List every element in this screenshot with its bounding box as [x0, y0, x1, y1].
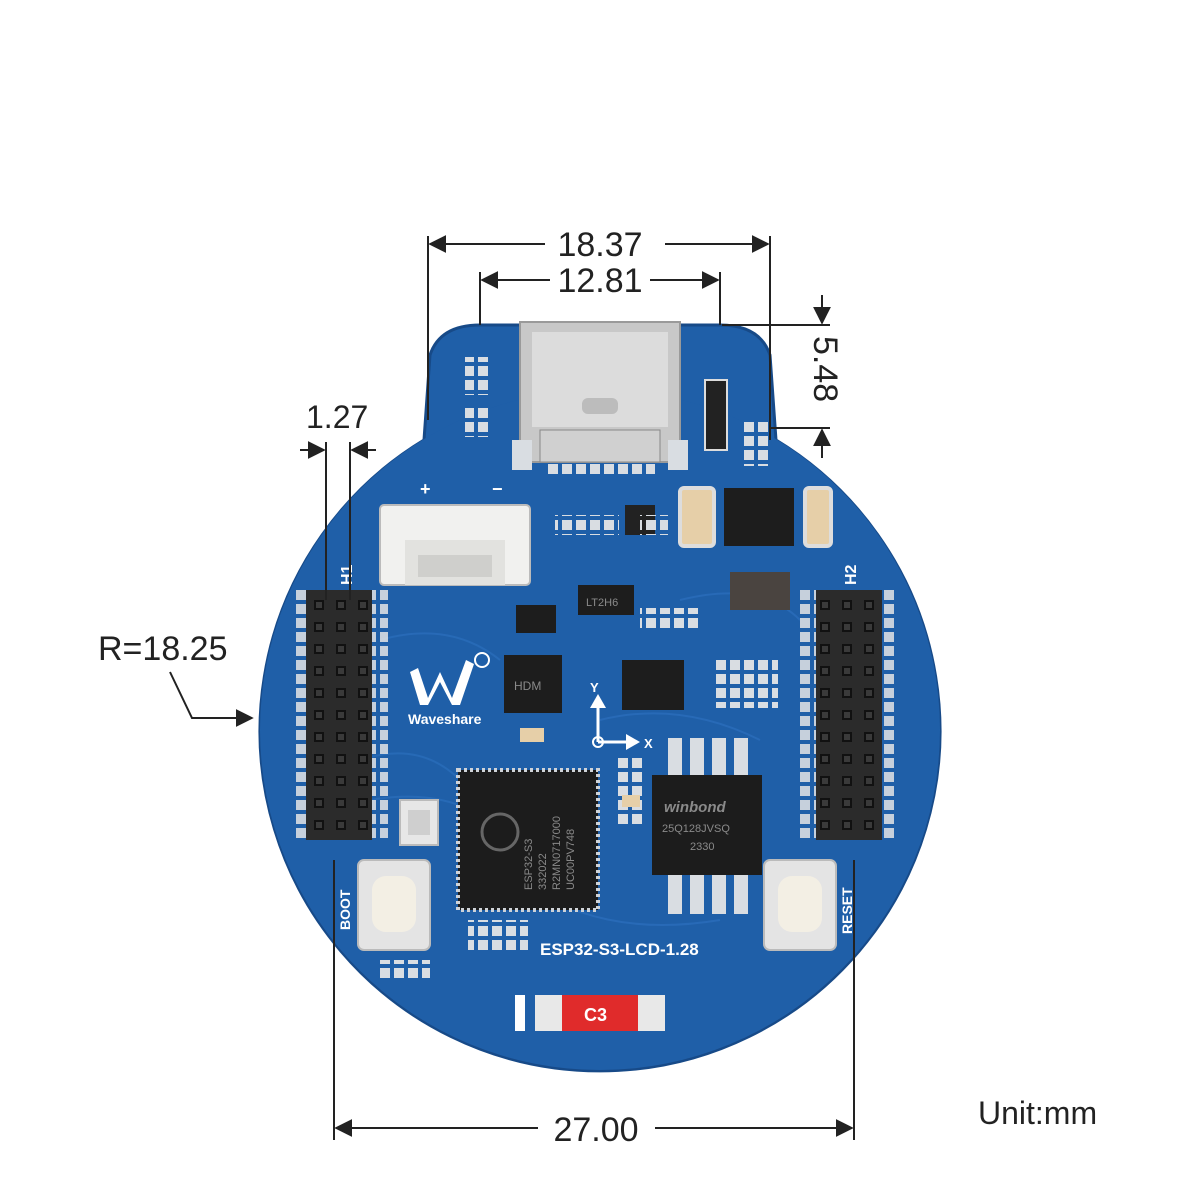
dimension-lines: [169, 235, 855, 1140]
dim-radius-leader: [169, 671, 254, 727]
dim-header-span: 27.00: [553, 1111, 638, 1149]
battery-plus-label: +: [420, 479, 431, 499]
dim-connector-width: 12.81: [557, 262, 642, 300]
reset-button: RESET: [763, 859, 855, 951]
header-h1: H1: [292, 564, 388, 840]
svg-text:R2MN0717000: R2MN0717000: [551, 816, 563, 890]
dim-pin-pitch: 1.27: [306, 399, 368, 435]
flash-date: 2330: [690, 841, 714, 853]
components: LT2H6 HDM: [380, 357, 833, 982]
brand-label: Waveshare: [408, 711, 482, 727]
svg-text:ESP32-S3: ESP32-S3: [523, 839, 535, 890]
svg-text:UC00PV748: UC00PV748: [565, 829, 577, 890]
axis-x-label: X: [644, 736, 653, 751]
flash-part: 25Q128JVSQ: [662, 823, 730, 835]
c3-chip: C3: [515, 995, 665, 1031]
axis-y-label: Y: [590, 680, 599, 695]
flash-chip: winbond 25Q128JVSQ 2330: [652, 738, 762, 914]
battery-connector: + −: [379, 479, 531, 586]
dim-radius: R=18.25: [98, 630, 228, 668]
chip-small-1-label: LT2H6: [586, 597, 618, 609]
usb-c-connector: [512, 321, 688, 476]
dim-overall-width: 18.37: [557, 226, 642, 264]
flash-brand: winbond: [664, 799, 726, 816]
esp32-s3-chip: ESP32-S3 332022 R2MN0717000 UC00PV748: [456, 768, 600, 912]
waveshare-logo: Waveshare: [408, 652, 490, 727]
boot-label: BOOT: [337, 889, 353, 930]
board-model-label: ESP32-S3-LCD-1.28: [540, 940, 699, 959]
chip-small-2-label: HDM: [514, 679, 541, 693]
c3-label: C3: [584, 1005, 607, 1025]
svg-text:332022: 332022: [537, 853, 549, 890]
axis-marker: Y X: [590, 680, 653, 751]
reset-label: RESET: [839, 887, 855, 934]
header-h1-label: H1: [339, 564, 356, 585]
header-h2-label: H2: [843, 564, 860, 585]
dim-connector-height: 5.48: [806, 336, 844, 402]
boot-button: BOOT: [337, 859, 431, 951]
mcu-line-1: ESP32-S3: [523, 839, 535, 890]
header-h2: H2: [800, 564, 894, 840]
battery-minus-label: −: [492, 479, 503, 499]
unit-label: Unit:mm: [978, 1095, 1097, 1131]
mcu-line-3: R2MN0717000: [551, 816, 563, 890]
dimension-labels: 18.37 12.81 5.48 1.27 R=18.25 27.00 Unit…: [98, 226, 1097, 1149]
mcu-line-4: UC00PV748: [565, 829, 577, 890]
mcu-line-2: 332022: [537, 853, 549, 890]
